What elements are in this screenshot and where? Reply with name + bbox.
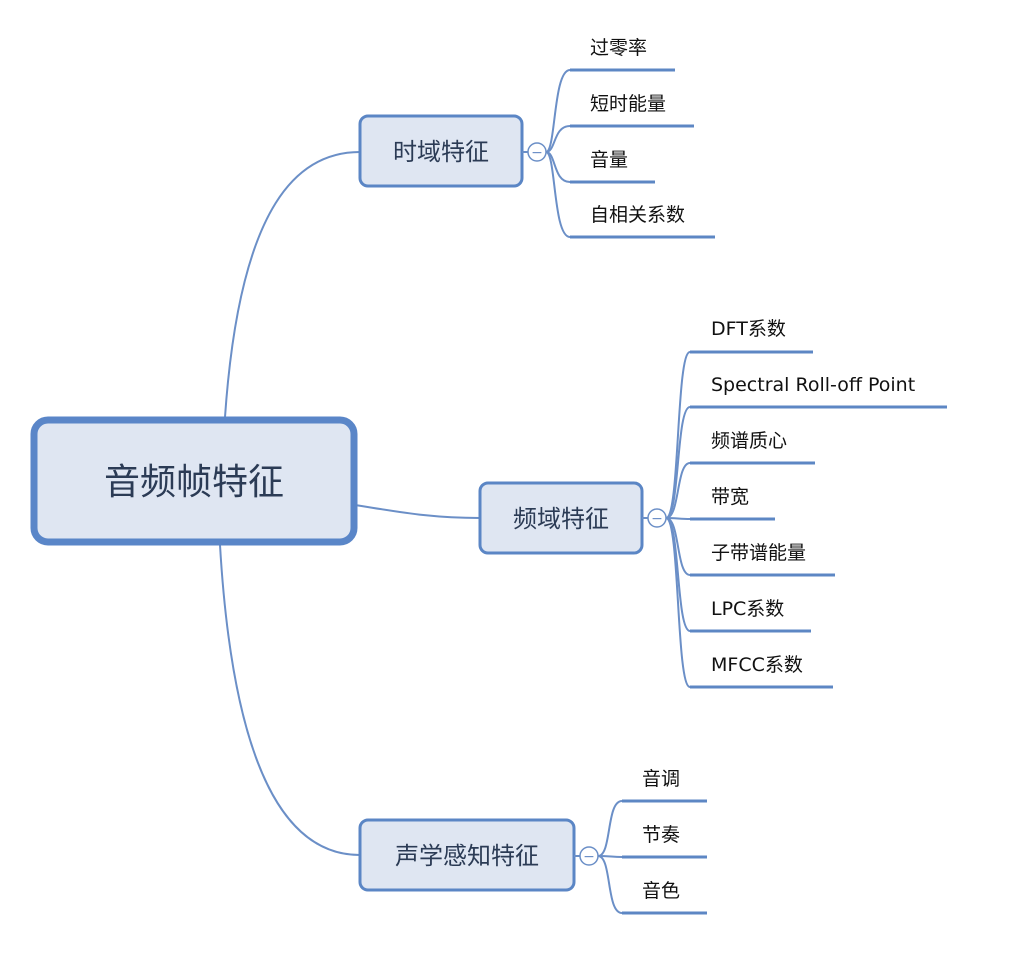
branch-label-frequency-domain: 频域特征 [513, 505, 609, 533]
children-connectors-time-domain [545, 69, 571, 238]
leaf-item[interactable]: 过零率 [570, 37, 675, 72]
leaf-label: 节奏 [642, 824, 680, 846]
children-connectors-acoustic-perception [597, 800, 623, 914]
collapse-symbol-frequency-domain: − [651, 511, 663, 527]
leaf-item[interactable]: MFCC系数 [690, 654, 833, 689]
leaf-label: 音量 [590, 149, 628, 171]
leaf-label: 音色 [642, 880, 680, 902]
children-connectors-frequency-domain [665, 351, 691, 688]
collapse-button-frequency-domain[interactable]: − [647, 508, 667, 528]
branch-frequency-domain: 频域特征 − DFT系数 Spectral Roll-off Point 频谱质… [478, 318, 947, 689]
collapse-button-time-domain[interactable]: − [527, 142, 547, 162]
branch-label-time-domain: 时域特征 [393, 138, 489, 166]
leaf-item[interactable]: 音色 [622, 880, 707, 915]
leaf-label: 自相关系数 [590, 204, 685, 226]
collapse-symbol-acoustic-perception: − [583, 849, 595, 865]
leaf-label: 短时能量 [590, 93, 666, 115]
leaf-label: 音调 [642, 768, 680, 790]
leaf-item[interactable]: Spectral Roll-off Point [690, 374, 947, 409]
branch-label-acoustic-perception: 声学感知特征 [395, 842, 539, 870]
leaf-label: DFT系数 [711, 318, 786, 340]
leaf-item[interactable]: 音调 [622, 768, 707, 803]
leaf-label: 过零率 [590, 37, 647, 59]
leaf-item[interactable]: 自相关系数 [570, 204, 715, 239]
root-node[interactable]: 音频帧特征 [30, 416, 358, 546]
root-label: 音频帧特征 [104, 462, 284, 503]
leaf-item[interactable]: 带宽 [690, 486, 775, 521]
leaf-item[interactable]: 短时能量 [570, 93, 694, 128]
branch-time-domain: 时域特征 − 过零率 短时能量 音量 自相关系数 [358, 37, 715, 239]
leaf-label: Spectral Roll-off Point [711, 374, 915, 396]
leaf-item[interactable]: LPC系数 [690, 598, 811, 633]
leaf-label: 频谱质心 [711, 430, 787, 452]
leaf-item[interactable]: 子带谱能量 [690, 542, 835, 577]
collapse-symbol-time-domain: − [531, 145, 543, 161]
connector-root-to-acoustic [219, 544, 361, 856]
leaf-label: LPC系数 [711, 598, 784, 620]
leaf-label: 带宽 [711, 486, 749, 508]
connector-root-to-time [224, 151, 361, 418]
leaf-item[interactable]: 频谱质心 [690, 430, 815, 465]
leaf-item[interactable]: DFT系数 [690, 318, 813, 354]
collapse-button-acoustic-perception[interactable]: − [579, 846, 599, 866]
branch-acoustic-perception: 声学感知特征 − 音调 节奏 音色 [358, 768, 707, 915]
leaf-item[interactable]: 音量 [570, 149, 655, 184]
leaf-label: 子带谱能量 [711, 542, 806, 564]
leaf-item[interactable]: 节奏 [622, 824, 707, 859]
root-connectors [219, 151, 481, 856]
connector-root-to-freq [354, 504, 481, 519]
leaf-label: MFCC系数 [711, 654, 803, 676]
